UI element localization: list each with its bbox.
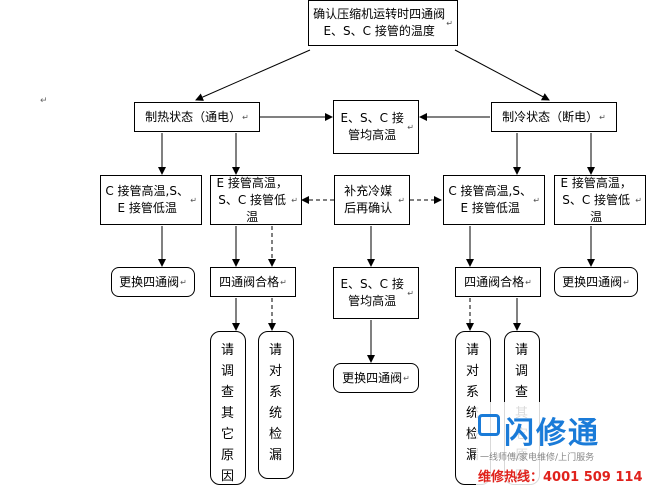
node-heating-state: 制热状态（通电）↵ [134, 102, 260, 132]
node-replace-valve-1: 更换四通阀↵ [111, 267, 195, 297]
node-heating-e-high: E 接管高温，S、C 接管低温↵ [210, 175, 302, 225]
stray-paragraph-mark: ↵ [40, 96, 48, 106]
node-leak-check-1: 请对系统检漏 [258, 331, 294, 479]
node-cooling-c-high: C 接管高温,S、E 接管低温↵ [443, 175, 545, 225]
node-top-question: 确认压缩机运转时四通阀 E、S、C 接管的温度↵ [308, 0, 458, 46]
node-still-all-high: E、S、C 接管均高温↵ [333, 267, 419, 319]
node-heating-c-high: C 接管高温,S、E 接管低温↵ [100, 175, 202, 225]
node-replace-valve-2: 更换四通阀↵ [554, 267, 638, 297]
brand-logo-icon [478, 414, 500, 436]
node-replace-valve-3: 更换四通阀↵ [333, 363, 419, 393]
brand-watermark: 闪修通 一线师傅/家电维修/上门服务 维修热线：4001 509 114 [476, 402, 656, 490]
brand-name: 闪修通 [504, 416, 600, 451]
node-refill-refrigerant: 补充冷媒后再确认↵ [334, 175, 410, 225]
node-text-vertical: 请对系统检漏 [466, 343, 480, 463]
node-valve-ok-2: 四通阀合格↵ [455, 267, 541, 297]
node-investigate-other-1: 请调查其它原因 [210, 331, 246, 485]
node-valve-ok-1: 四通阀合格↵ [210, 267, 296, 297]
node-text-vertical: 请调查其它原因 [221, 343, 235, 484]
arrow-top-to-cooling [454, 49, 550, 101]
node-cooling-state: 制冷状态（断电）↵ [491, 102, 617, 132]
node-middle-all-high: E、S、C 接管均高温↵ [333, 100, 419, 154]
brand-tagline: 一线师傅/家电维修/上门服务 [480, 453, 595, 463]
arrow-top-to-heating [195, 49, 311, 101]
node-text-vertical: 请对系统检漏 [269, 343, 283, 463]
service-hotline: 维修热线：4001 509 114 [478, 470, 643, 485]
node-cooling-e-high: E 接管高温，S、C 接管低温↵ [554, 175, 646, 225]
